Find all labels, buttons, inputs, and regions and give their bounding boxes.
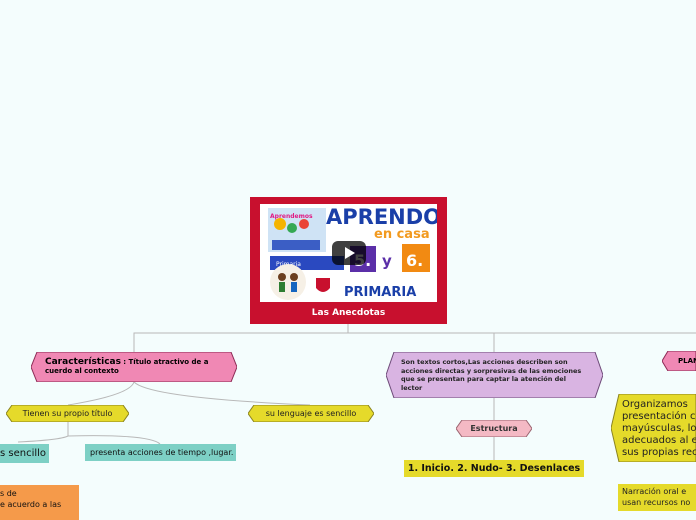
orange-line-2: e acuerdo a las <box>0 500 62 509</box>
svg-text:y: y <box>382 252 392 270</box>
estructura-text: Estructura <box>470 424 518 433</box>
svg-text:APRENDO: APRENDO <box>326 205 437 229</box>
titulo-text: Tienen su propio título <box>22 409 113 418</box>
node-narracion[interactable]: Narración oral e usan recursos no <box>618 484 696 511</box>
svg-text:Aprendemos: Aprendemos <box>270 213 313 220</box>
video-thumbnail[interactable]: Aprendemos Primaria APRENDO en casa 5. y… <box>260 204 437 302</box>
node-organizamos[interactable]: Organizamos presentación c mayúsculas, l… <box>611 394 696 462</box>
planificacion-text: PLAN <box>678 357 696 365</box>
node-sencillo[interactable]: s sencillo <box>0 444 49 463</box>
lenguaje-text: su lenguaje es sencillo <box>265 409 357 418</box>
central-topic-title: Las Anecdotas <box>311 308 386 318</box>
node-titulo[interactable]: Tienen su propio título <box>6 405 129 422</box>
branch-definicion[interactable]: Son textos cortos,Las acciones describen… <box>386 352 603 398</box>
node-acciones[interactable]: presenta acciones de tiempo ,lugar. <box>85 444 236 461</box>
narracion-text: Narración oral e usan recursos no <box>622 487 691 507</box>
branch-planificacion[interactable]: PLAN <box>662 351 696 371</box>
svg-text:6.: 6. <box>406 251 423 270</box>
svg-text:en casa: en casa <box>374 227 430 242</box>
caracteristicas-subtitle: : Título atractivo de a cuerdo al contex… <box>45 358 209 375</box>
central-topic-video[interactable]: Aprendemos Primaria APRENDO en casa 5. y… <box>250 197 447 324</box>
caracteristicas-title: Características <box>45 357 121 367</box>
aprendo-en-casa-image: Aprendemos Primaria APRENDO en casa 5. y… <box>260 204 437 302</box>
branch-caracteristicas[interactable]: Características : Título atractivo de a … <box>31 352 237 382</box>
node-lenguaje[interactable]: su lenguaje es sencillo <box>248 405 374 422</box>
sencillo-text: s sencillo <box>0 448 47 459</box>
node-estructura[interactable]: Estructura <box>456 420 532 437</box>
orange-line-1: s de <box>0 489 17 498</box>
acciones-text: presenta acciones de tiempo ,lugar. <box>90 448 234 457</box>
svg-text:PRIMARIA: PRIMARIA <box>344 285 416 300</box>
partes-text: 1. Inicio. 2. Nudo- 3. Desenlaces <box>407 463 581 474</box>
node-partes[interactable]: 1. Inicio. 2. Nudo- 3. Desenlaces <box>404 460 584 477</box>
definicion-text: Son textos cortos,Las acciones describen… <box>401 358 582 392</box>
play-icon[interactable] <box>332 241 366 265</box>
node-orange[interactable]: s de e acuerdo a las <box>0 485 79 520</box>
organizamos-text: Organizamos presentación c mayúsculas, l… <box>622 399 696 458</box>
